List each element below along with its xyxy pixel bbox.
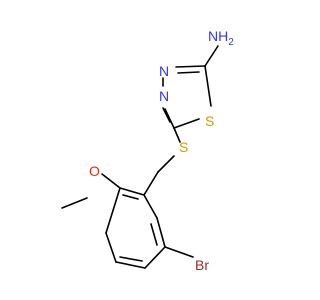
atom-labels: NH2 N N S S O Br xyxy=(89,28,234,273)
ring-nitrogen-lower-label: N xyxy=(159,88,169,104)
bond-c5-n4 xyxy=(164,108,175,129)
thioether-sulfur-label: S xyxy=(179,139,188,155)
bond-n3-c2-inner xyxy=(177,71,200,74)
bond-ar6-ar1 xyxy=(105,187,121,234)
bonds xyxy=(61,45,219,269)
bond-c5-s xyxy=(173,127,181,143)
bond-ar6-ar1-fix xyxy=(119,187,145,196)
bond-ar4-ar5 xyxy=(115,261,146,269)
bond-c5-n4-inner xyxy=(162,107,171,123)
bond-ar5-ar6 xyxy=(105,232,117,263)
bond-ar1-ar6-inner xyxy=(122,194,139,200)
bond-n3-c2 xyxy=(175,65,206,68)
amine-label: NH2 xyxy=(208,28,234,48)
methoxy-oxygen-label: O xyxy=(89,163,100,179)
bond-s1-c5 xyxy=(173,118,200,129)
bond-s-ch2 xyxy=(157,155,175,173)
bromine-label: Br xyxy=(195,257,209,273)
bond-ar2-ar3-inner xyxy=(150,223,158,246)
ring-sulfur-label: S xyxy=(205,113,214,129)
bond-ar-br xyxy=(164,246,194,258)
bond-ar4-ar5-inner xyxy=(119,256,143,262)
bond-ar3-ar4 xyxy=(144,246,166,269)
molecule-structure-diagram: NH2 N N S S O Br xyxy=(61,28,234,273)
bond-ar2-ar3 xyxy=(156,217,166,248)
bond-c2-s1 xyxy=(204,65,212,107)
ring-nitrogen-upper-label: N xyxy=(159,63,169,79)
bond-o-ch3 xyxy=(61,197,88,209)
bond-c2-nh2 xyxy=(204,45,219,67)
bond-ar-o xyxy=(101,173,121,189)
bond-ar1-ar2 xyxy=(143,194,158,219)
bond-ch2-ring xyxy=(143,171,159,196)
